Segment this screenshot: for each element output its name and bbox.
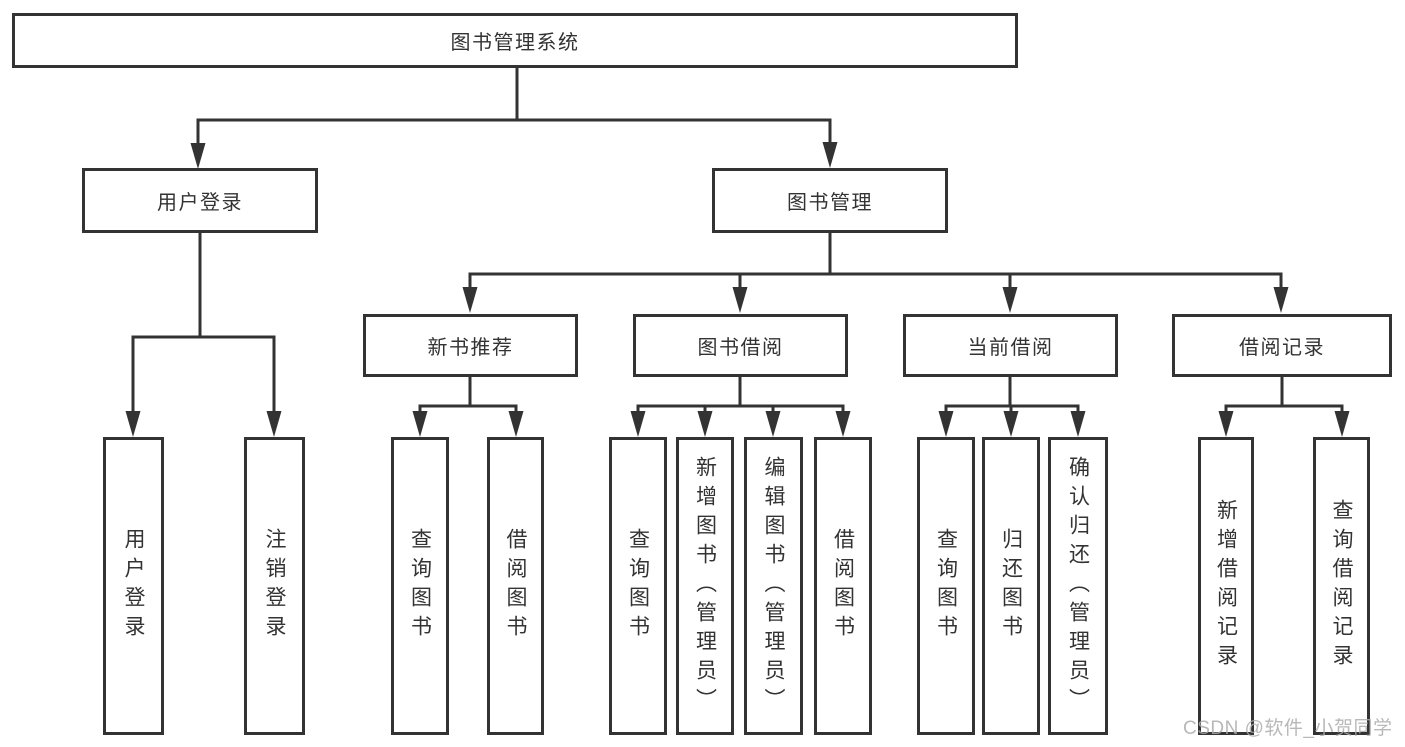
leaf-add-borrow-record: 新增借阅记录 (1198, 437, 1254, 735)
leaf-recommend-borrow-books: 借阅图书 (487, 437, 544, 735)
watermark: CSDN @软件_小贺同学 (1183, 718, 1393, 739)
node-new-book-recommend: 新书推荐 (363, 314, 578, 377)
node-borrow-records: 借阅记录 (1172, 314, 1392, 377)
leaf-logout: 注销登录 (244, 437, 305, 735)
leaf-confirm-return-admin: 确认归还（管理员） (1048, 437, 1108, 735)
node-book-borrow: 图书借阅 (633, 314, 848, 377)
leaf-borrow-books: 借阅图书 (814, 437, 872, 735)
leaf-borrow-query-books: 查询图书 (609, 437, 667, 735)
node-book-management: 图书管理 (712, 168, 948, 233)
leaf-current-query-books: 查询图书 (917, 437, 975, 735)
node-root: 图书管理系统 (12, 13, 1018, 68)
leaf-user-login: 用户登录 (103, 437, 164, 735)
leaf-recommend-query-books: 查询图书 (391, 437, 449, 735)
leaf-add-books-admin: 新增图书（管理员） (676, 437, 734, 735)
leaf-query-borrow-record: 查询借阅记录 (1313, 437, 1370, 735)
leaf-edit-books-admin: 编辑图书（管理员） (744, 437, 803, 735)
node-user-login: 用户登录 (82, 168, 318, 233)
leaf-return-books: 归还图书 (982, 437, 1040, 735)
node-current-borrow: 当前借阅 (903, 314, 1118, 377)
